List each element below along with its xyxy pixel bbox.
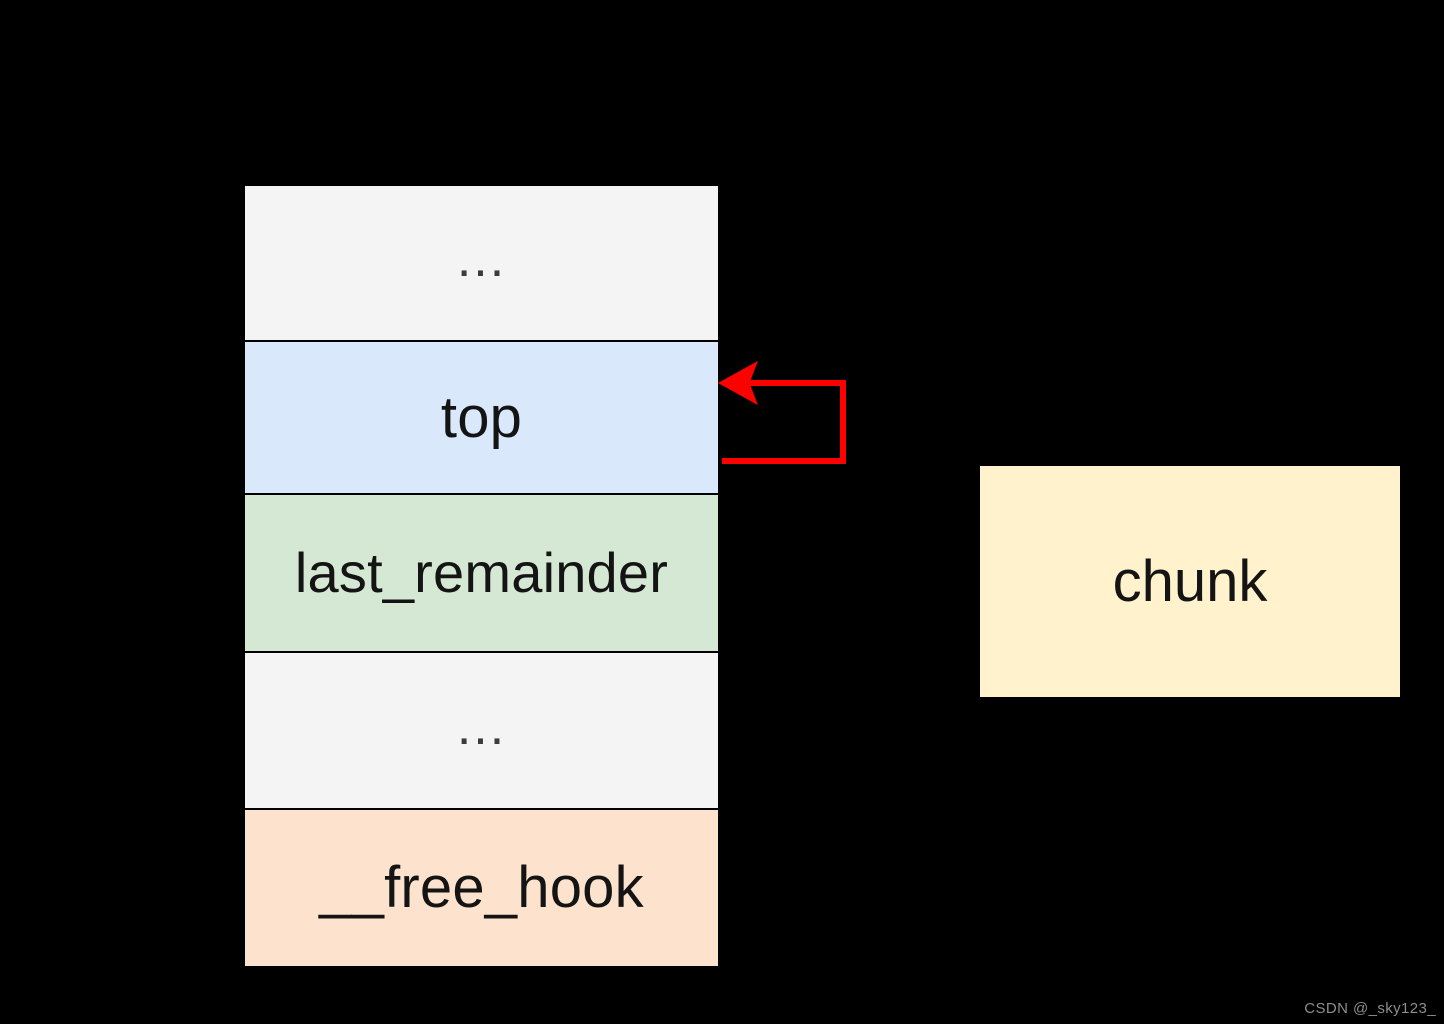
top-self-loop-arrow <box>705 355 865 480</box>
stack-row-label: ... <box>456 230 507 288</box>
stack-row-label: ... <box>456 697 507 756</box>
arrow-head-icon <box>717 360 758 406</box>
watermark: CSDN @_sky123_ <box>1304 1000 1436 1017</box>
chunk-label: chunk <box>1112 548 1268 614</box>
stack-row-last-remainder: last_remainder <box>243 493 720 653</box>
stack-row-label: __free_hook <box>319 855 644 920</box>
stack-row-label: top <box>440 384 523 450</box>
memory-stack: ... top last_remainder ... __free_hook <box>243 184 720 978</box>
chunk-box: chunk <box>980 466 1400 697</box>
stack-row-ellipsis-lower: ... <box>243 650 720 811</box>
arrow-loop-path <box>722 380 846 464</box>
stack-row-label: last_remainder <box>294 541 669 604</box>
stack-row-ellipsis-upper: ... <box>243 184 720 342</box>
arrow-loop-icon <box>717 360 846 464</box>
stack-row-top: top <box>243 339 720 496</box>
stack-row-free-hook: __free_hook <box>243 808 720 968</box>
